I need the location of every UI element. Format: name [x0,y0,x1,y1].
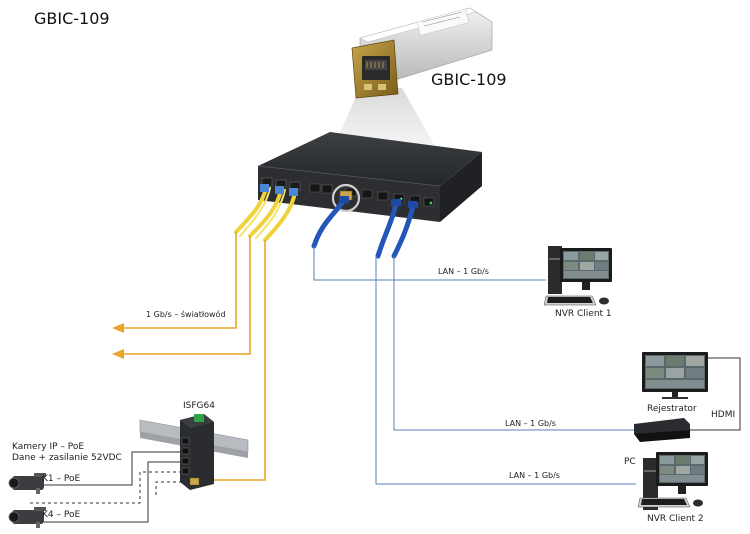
blue-patch-cables [311,197,416,259]
camera-cables [44,451,182,523]
recorder-monitor [642,352,708,399]
pc-label: PC [624,457,636,467]
camera-k4-icon [8,507,46,528]
cameras-subheading: Dane + zasilanie 52VDC [12,453,122,463]
fiber-arrow-2 [112,349,124,359]
lan-link-label: LAN – 1 Gb/s [436,267,491,277]
hdmi-label: HDMI [711,410,736,420]
fiber-patch-cords [234,184,298,242]
lan-link-label: LAN – 1 Gb/s [503,419,558,429]
main-switch-image [257,132,482,222]
fiber-label: 1 Gb/s – światłowód [146,310,226,319]
gbic-module-image [351,7,493,99]
module-label: GBIC-109 [431,70,507,89]
hdmi-cable [690,357,741,431]
lan-runs [313,246,636,485]
blue-plug-boots [339,196,418,208]
camera-k4-label: K4 – PoE [42,510,81,520]
cameras-heading: Kamery IP – PoE [12,442,85,452]
fiber-arrow-1 [112,323,124,333]
nvr-client-2-label: NVR Client 2 [647,514,704,524]
camera-k1-icon [8,473,46,494]
recorder-label: Rejestrator [647,404,697,414]
nvr-client-1-label: NVR Client 1 [555,309,612,319]
nvr-client-1-computer [543,246,612,306]
diagram-title: GBIC-109 [34,9,110,28]
recorder-box [634,418,690,442]
camera-cables-dashed [30,471,182,504]
fiber-runs [124,232,266,481]
lan-link-label: LAN – 1 Gb/s [507,471,562,481]
isfg64-label: ISFG64 [183,401,215,411]
isfg64-switch-image [180,414,214,490]
camera-k1-label: K1 – PoE [42,474,81,484]
nvr-client-2-computer [637,452,708,510]
